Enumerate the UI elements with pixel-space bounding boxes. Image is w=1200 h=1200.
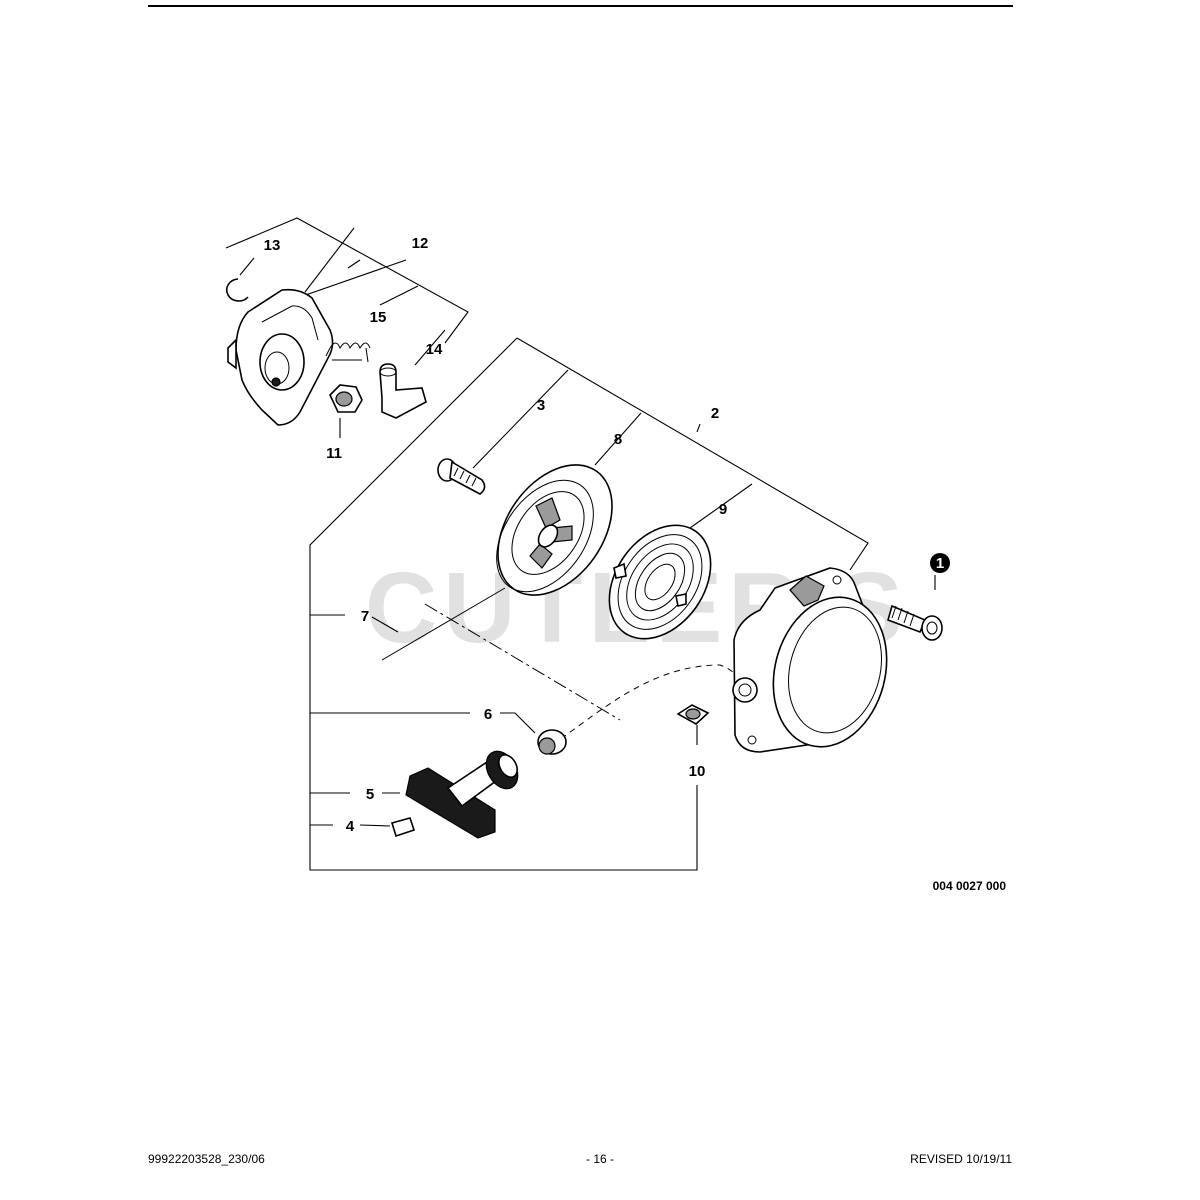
drawing-number: 004 0027 000: [933, 879, 1007, 893]
group-12-bracket: [225, 217, 469, 366]
callout-12: 12: [412, 235, 429, 252]
callout-5: 5: [366, 786, 374, 803]
footer-document-code: 99922203528_230/06: [148, 1152, 265, 1166]
footer-revision-date: REVISED 10/19/11: [910, 1152, 1012, 1166]
callout-1: 1: [936, 555, 944, 572]
part-1-bolt: [887, 604, 943, 641]
footer-page-number: - 16 -: [585, 1152, 614, 1166]
callout-7: 7: [361, 608, 369, 625]
part-8-reel: [496, 464, 613, 596]
part-12-housing: [227, 288, 334, 426]
callout-14: 14: [426, 341, 443, 358]
callout-2: 2: [711, 405, 719, 422]
callout-labels: 1 2 3 4 5 6 7 8 9 10 11 12 13 14 15: [264, 235, 950, 835]
callout-11: 11: [326, 445, 342, 462]
part-2-starter-case: [732, 567, 888, 753]
part-7-rope: [381, 587, 506, 661]
group-2-bracket: [239, 257, 936, 871]
callout-15: 15: [370, 309, 387, 326]
part-4-insert: [390, 817, 416, 838]
callout-3: 3: [537, 397, 545, 414]
callout-8: 8: [614, 431, 622, 448]
top-rule: [148, 5, 1013, 7]
callout-10: 10: [689, 763, 706, 780]
part-5-handle: [405, 750, 519, 839]
part-14-pawl: [379, 363, 427, 419]
callout-4: 4: [346, 818, 355, 835]
part-15-spring: [325, 342, 371, 363]
part-13-e-clip: [226, 278, 249, 302]
callout-1-badge: [930, 553, 950, 573]
part-6-bushing: [537, 729, 567, 755]
part-10-square-nut: [676, 704, 710, 725]
part-9-spring: [608, 524, 712, 640]
callout-9: 9: [719, 501, 727, 518]
callout-6: 6: [484, 706, 492, 723]
callout-13: 13: [264, 237, 281, 254]
part-3-screw: [437, 458, 486, 495]
part-11-nut: [329, 384, 363, 413]
